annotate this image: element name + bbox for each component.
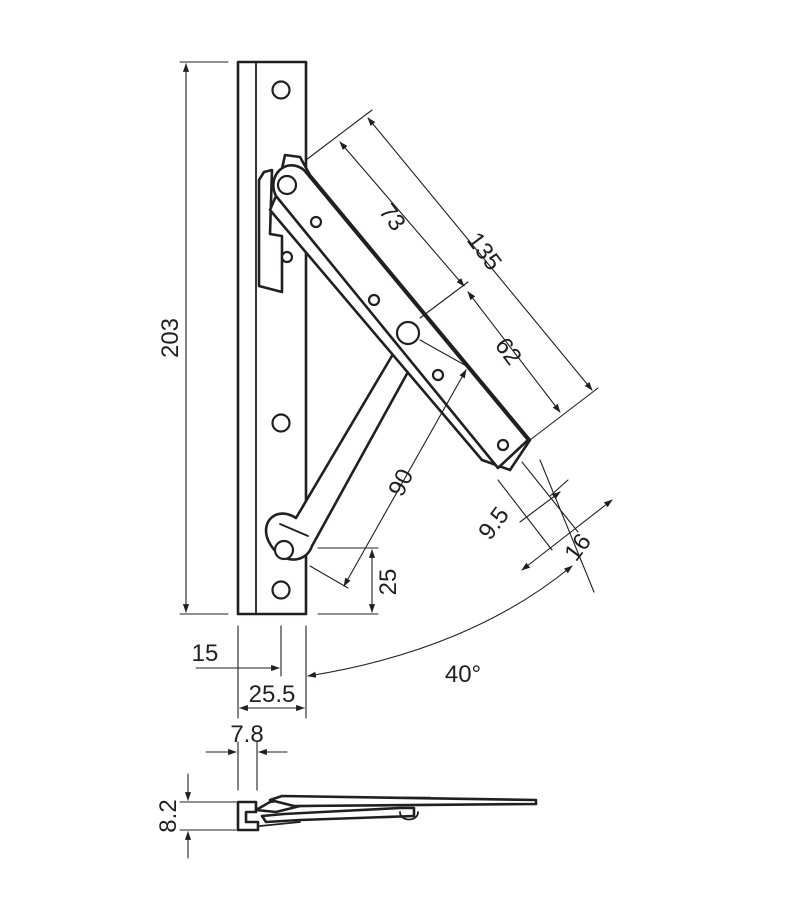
arm-center-pivot [395,320,421,346]
arm-hole-1 [309,215,323,229]
slider-bracket [257,168,294,294]
arm-hole-end [496,438,510,452]
dim-thickness: 8.2 [155,799,182,832]
dim-arm-to-pivot: 73 [373,199,411,237]
dim-link-base-offset: 25 [375,569,402,596]
dimension-lines [179,61,613,859]
main-arm [268,153,532,472]
dim-arm-length: 135 [461,227,507,275]
arm-hole-2 [367,293,381,307]
dim-rail-hole-offset: 15 [192,640,219,667]
dim-opening-angle: 40° [445,661,481,688]
side-view [236,794,538,832]
arm-hole-3 [431,368,445,382]
dim-arm-hole-offset: 9.5 [473,502,515,545]
rail-hole-top [271,80,291,100]
link-bottom-pivot [273,539,295,561]
rail-hole-bottom [271,580,291,600]
arm-top-pivot [276,174,298,196]
dim-pivot-to-end: 62 [489,333,527,371]
slider-rivet [280,250,294,264]
dim-overall-height: 203 [157,318,184,358]
dim-arm-width: 16 [559,529,597,567]
rail-hole-middle [271,413,291,433]
dim-rail-width: 25.5 [249,681,296,708]
dim-link-length: 90 [383,465,419,501]
dim-side-flange-width: 7.8 [230,721,263,748]
